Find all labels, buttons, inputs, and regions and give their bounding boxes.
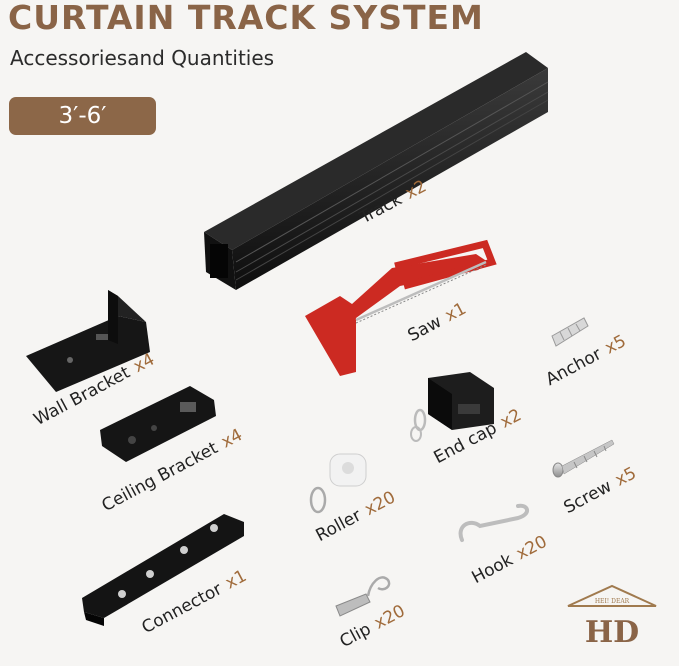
logo-top-text: HEI! DEAR xyxy=(595,598,630,605)
logo-monogram: HD xyxy=(585,615,639,650)
page-subtitle: Accessoriesand Quantities xyxy=(10,46,275,70)
page-title: CURTAIN TRACK SYSTEM xyxy=(8,0,484,37)
track-illustration xyxy=(204,52,549,290)
connector-illustration xyxy=(82,514,244,626)
clip-illustration xyxy=(335,576,391,617)
roller-illustration xyxy=(309,453,367,514)
wall-bracket-illustration xyxy=(26,290,150,392)
saw-illustration xyxy=(305,239,497,376)
hook-illustration xyxy=(458,503,529,542)
size-badge: 3′-6′ xyxy=(9,97,156,135)
anchor-illustration xyxy=(551,317,589,347)
brand-logo: HEI! DEAR HD xyxy=(567,584,657,650)
ceiling-bracket-illustration xyxy=(100,386,216,462)
end-cap-illustration xyxy=(410,372,494,442)
screw-illustration xyxy=(552,439,615,478)
